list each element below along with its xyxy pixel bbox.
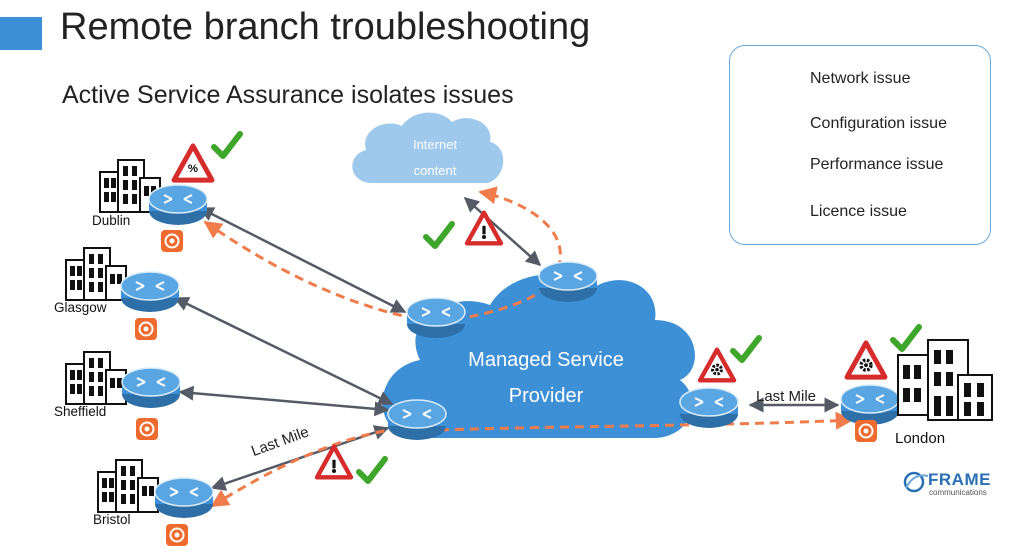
legend-licence-issue: Licence issue (810, 203, 907, 220)
site-label-glasgow: Glasgow (54, 300, 107, 315)
check-internet-icon (423, 221, 455, 249)
check-bristol-icon (356, 456, 388, 484)
london-building (897, 339, 993, 421)
building-glasgow-icon (65, 247, 127, 301)
provider-cloud-label-1: Managed Service (468, 349, 624, 371)
frame-logo-icon (903, 471, 929, 493)
warning-provider-icon (697, 347, 737, 383)
agent-dublin-icon (161, 230, 183, 252)
building-bristol-icon (97, 459, 159, 513)
provider-cloud-label-2: Provider (508, 385, 584, 407)
site-label-bristol: Bristol (93, 512, 131, 527)
warning-bristol-icon (314, 444, 354, 480)
router-glasgow-icon (120, 271, 180, 312)
router-bristol-icon (154, 477, 214, 518)
router-provider-edge-icon (387, 399, 447, 440)
trace-london (439, 411, 854, 432)
routers (120, 184, 900, 518)
logo-tagline: communications (929, 488, 987, 497)
warnings: % (171, 143, 888, 480)
site-label-dublin: Dublin (92, 213, 131, 228)
check-provider-icon (730, 335, 762, 363)
router-london-icon (840, 384, 900, 425)
router-provider-top-icon (406, 297, 466, 338)
trace-internet (439, 186, 562, 324)
link-bristol-provider (210, 425, 390, 491)
warning-internet-icon (464, 210, 504, 246)
agents (135, 230, 877, 546)
last-mile-label-london: Last Mile (756, 388, 817, 405)
legend (729, 45, 991, 245)
agent-bristol-icon (166, 524, 188, 546)
link-dublin-provider (198, 206, 407, 314)
router-dublin-icon (148, 184, 208, 225)
internet-cloud (352, 112, 504, 183)
svg-text:%: % (188, 163, 198, 175)
slide-subtitle: Active Service Assurance isolates issues (62, 81, 514, 109)
site-label-london: London (895, 430, 946, 447)
slide-title: Remote branch troubleshooting (60, 6, 591, 48)
checkmarks (211, 131, 922, 484)
link-glasgow-provider (173, 296, 394, 406)
router-provider-london-icon (679, 387, 739, 428)
legend-configuration-issue: Configuration issue (810, 115, 947, 132)
building-dublin-icon (99, 159, 161, 213)
check-london-icon (890, 324, 922, 352)
link-internet-provider (463, 197, 542, 266)
trace-bristol (210, 428, 391, 508)
internet-cloud-label-1: Internet (412, 137, 458, 152)
trace-dublin (203, 220, 413, 320)
agent-london-icon (855, 420, 877, 442)
legend-performance-issue: Performance issue (810, 156, 944, 173)
traces (203, 186, 854, 508)
title-accent-bar (0, 17, 42, 50)
router-sheffield-icon (121, 367, 181, 408)
router-provider-internet-icon (538, 261, 598, 302)
building-sheffield-icon (65, 351, 127, 405)
warning-dublin-icon: % (171, 143, 215, 183)
agent-glasgow-icon (135, 318, 157, 340)
warning-london-icon (844, 340, 888, 380)
buildings (65, 159, 161, 513)
logo-name: FRAME (928, 470, 991, 489)
check-dublin-icon (211, 131, 243, 159)
legend-network-issue: Network issue (810, 70, 911, 87)
internet-cloud-label-2: content (413, 163, 457, 178)
link-sheffield-provider (178, 385, 390, 417)
agent-sheffield-icon (136, 418, 158, 440)
site-label-sheffield: Sheffield (54, 404, 107, 419)
links (173, 197, 840, 491)
